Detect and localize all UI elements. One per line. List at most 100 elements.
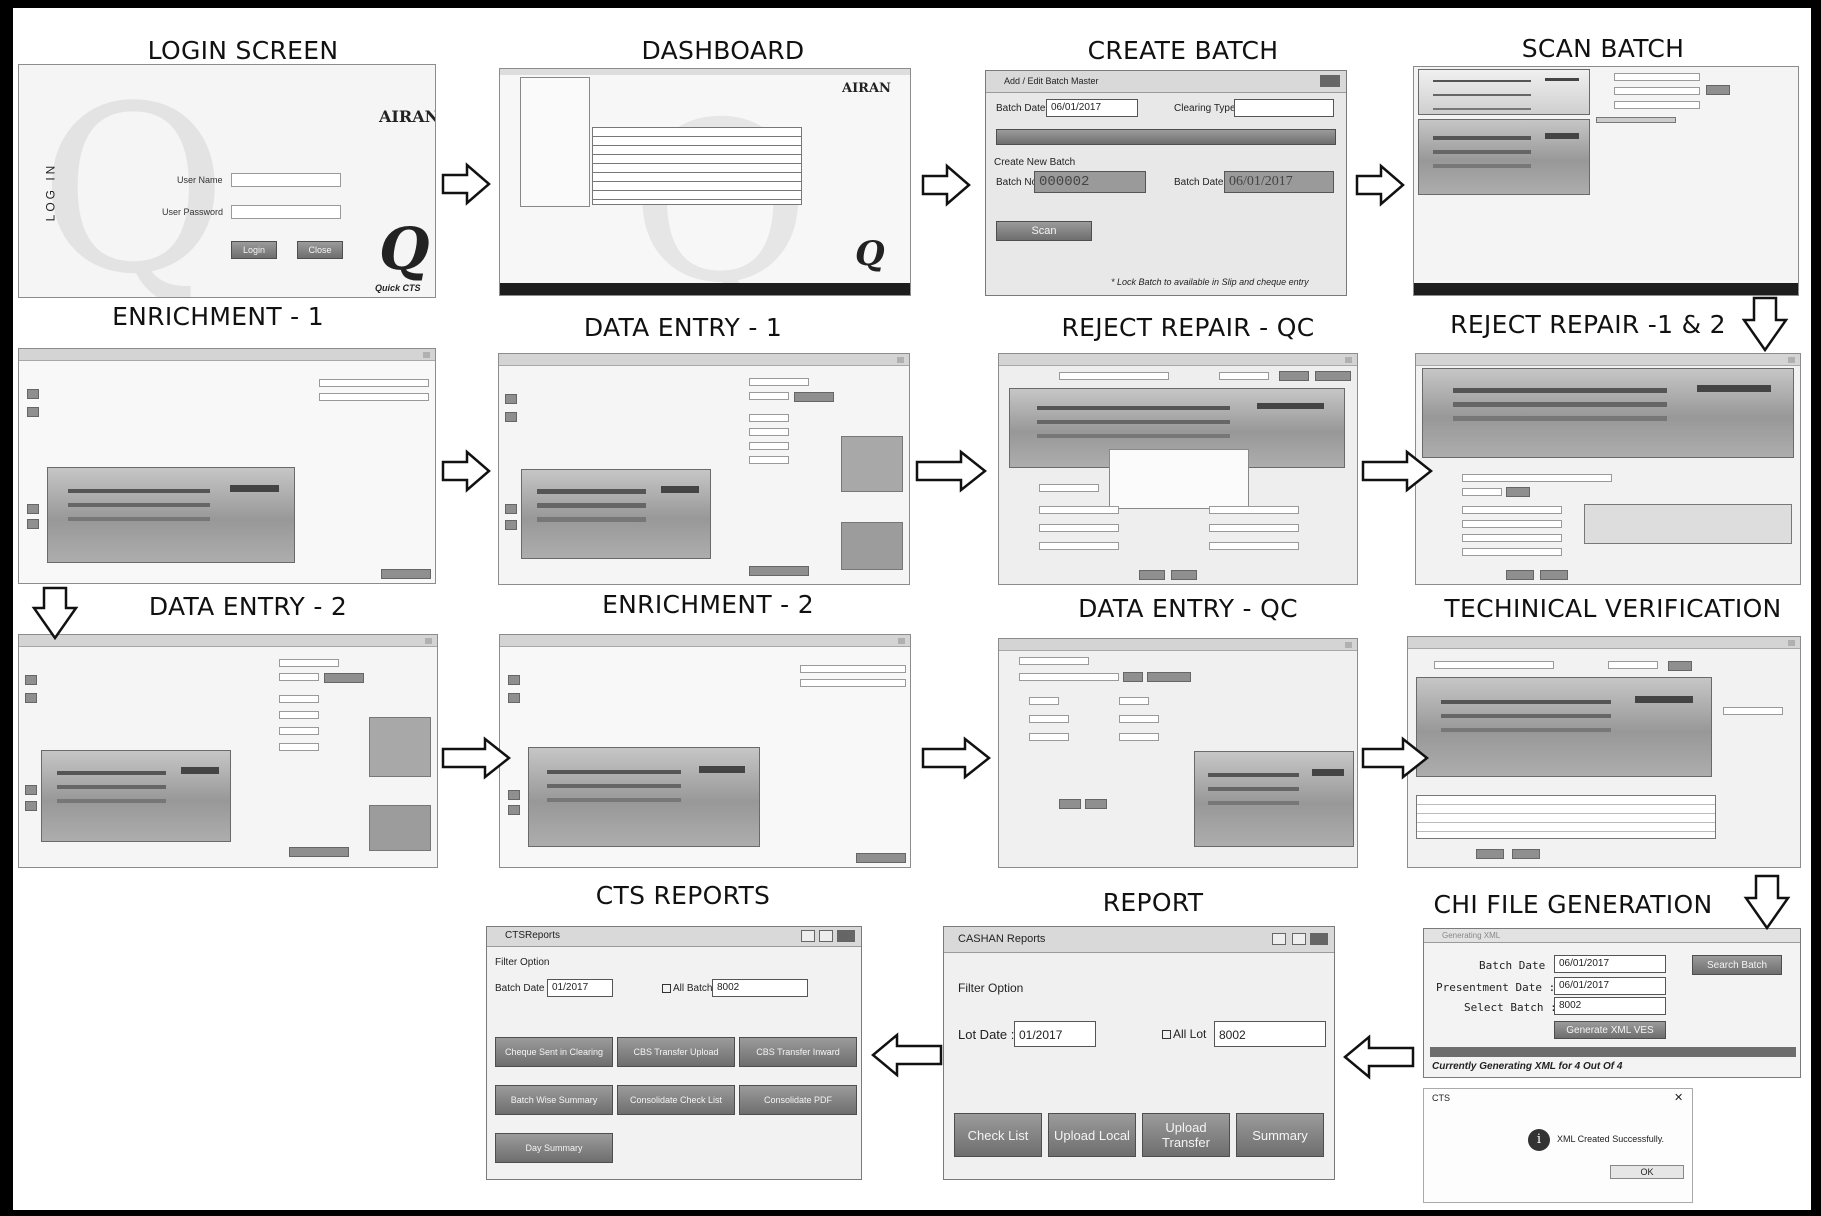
title-chi-file-generation: CHI FILE GENERATION (1433, 890, 1713, 919)
title-data-entry-1: DATA ENTRY - 1 (583, 313, 783, 342)
technical-verification-table (1416, 795, 1716, 839)
batch-date-input[interactable]: 06/01/2017 (1046, 99, 1138, 117)
enrichment-2-save-button[interactable] (856, 853, 906, 863)
diagram-frame: LOGIN SCREEN DASHBOARD CREATE BATCH SCAN… (13, 8, 1811, 1210)
info-icon: i (1528, 1129, 1550, 1151)
cts-all-batch-checkbox[interactable]: All Batch (662, 983, 712, 994)
create-new-batch-label: Create New Batch (994, 157, 1076, 168)
report-close-icon[interactable] (1310, 933, 1328, 945)
data-entry-qc-shot (998, 638, 1358, 868)
create-batch-close-icon[interactable] (1320, 75, 1340, 87)
cts-reports-window: CTSReports Filter Option Batch Date 01/2… (486, 926, 862, 1180)
title-reject-repair-1-2: REJECT REPAIR -1 & 2 (1450, 310, 1726, 339)
data-entry-2-shot (18, 634, 438, 868)
dashboard-menu[interactable] (520, 77, 590, 207)
close-button[interactable]: Close (297, 241, 343, 259)
reject-repair-12-cheque (1422, 368, 1794, 458)
lot-date-label: Lot Date : (958, 1027, 1015, 1042)
generate-xml-button[interactable]: Generate XML VES (1554, 1021, 1666, 1039)
title-login-screen: LOGIN SCREEN (147, 36, 339, 65)
consolidate-pdf-button[interactable]: Consolidate PDF (739, 1085, 857, 1115)
login-user-name-label: User Name (177, 175, 223, 185)
arrow-right-login-to-dashboard (441, 162, 491, 206)
search-batch-button[interactable]: Search Batch (1692, 955, 1782, 975)
arrow-right-create-to-scan (1355, 163, 1405, 207)
chi-ok-button[interactable]: OK (1610, 1165, 1684, 1179)
report-minimize-icon[interactable] (1272, 933, 1286, 945)
cts-filter-label: Filter Option (495, 957, 550, 968)
title-report: REPORT (1102, 888, 1204, 917)
clearing-type-select[interactable] (1234, 99, 1334, 117)
scan-cheque-2 (1418, 119, 1590, 195)
login-brand: Quick CTS (375, 283, 421, 293)
batch-date2-field: 06/01/2017 (1224, 171, 1334, 193)
chi-window-title: Generating XML (1442, 931, 1501, 940)
batch-date2-label: Batch Date (1174, 177, 1224, 188)
cts-reports-minimize-icon[interactable] (801, 930, 815, 942)
scan-button[interactable]: Scan (996, 221, 1092, 241)
upload-local-button[interactable]: Upload Local (1048, 1113, 1136, 1157)
arrow-down-scan-to-reject (1741, 296, 1789, 352)
data-entry-1-cheque (521, 469, 711, 559)
arrow-down-technical-to-chi (1743, 874, 1791, 930)
login-watermark: Q (39, 65, 228, 298)
login-user-name-input[interactable] (231, 173, 341, 187)
title-technical-verification: TECHINICAL VERIFICATION (1444, 594, 1782, 623)
cts-batch-date-input[interactable]: 01/2017 (547, 979, 613, 997)
cts-reports-title: CTSReports (505, 930, 561, 941)
arrow-left-chi-to-report (1343, 1034, 1415, 1080)
dashboard-shortcut-table (592, 127, 802, 205)
cts-reports-close-icon[interactable] (837, 930, 855, 942)
presentment-date-label: Presentment Date : (1436, 981, 1556, 994)
title-enrichment-2: ENRICHMENT - 2 (602, 590, 814, 619)
chi-success-dialog: CTS ✕ i XML Created Successfully. OK (1423, 1088, 1693, 1203)
login-button[interactable]: Login (231, 241, 277, 259)
lot-date-input[interactable]: 01/2017 (1014, 1021, 1096, 1047)
chi-dialog-message: XML Created Successfully. (1557, 1134, 1665, 1144)
technical-verification-cheque (1416, 677, 1712, 777)
data-entry-2-cheque (41, 750, 231, 842)
cts-reports-maximize-icon[interactable] (819, 930, 833, 942)
arrow-right-enrichment1-to-dataentry1 (441, 449, 491, 493)
login-logo: AIRAN (379, 107, 436, 126)
chi-status-text: Currently Generating XML for 4 Out Of 4 (1432, 1061, 1623, 1072)
chi-progress-bar (1430, 1047, 1796, 1057)
upload-transfer-button[interactable]: Upload Transfer (1142, 1113, 1230, 1157)
day-summary-button[interactable]: Day Summary (495, 1133, 613, 1163)
report-window: CASHAN Reports Filter Option Lot Date : … (943, 926, 1335, 1180)
login-password-input[interactable] (231, 205, 341, 219)
svg-text:Q: Q (39, 65, 228, 298)
data-entry-qc-cheque (1194, 751, 1354, 847)
cts-batch-select[interactable]: 8002 (712, 979, 808, 997)
report-window-title: CASHAN Reports (958, 933, 1046, 945)
chi-batch-date-input[interactable]: 06/01/2017 (1554, 955, 1666, 973)
summary-button[interactable]: Summary (1236, 1113, 1324, 1157)
consolidate-check-list-button[interactable]: Consolidate Check List (617, 1085, 735, 1115)
cbs-transfer-upload-button[interactable]: CBS Transfer Upload (617, 1037, 735, 1067)
title-dashboard: DASHBOARD (641, 36, 805, 65)
title-scan-batch: SCAN BATCH (1521, 34, 1685, 63)
cbs-transfer-inward-button[interactable]: CBS Transfer Inward (739, 1037, 857, 1067)
all-lot-checkbox[interactable]: All Lot (1162, 1027, 1206, 1041)
title-data-entry-2: DATA ENTRY - 2 (148, 592, 348, 621)
arrow-right-rejectqc-to-reject12 (1361, 449, 1433, 493)
chi-generation-window: Generating XML Batch Date : 06/01/2017 S… (1423, 928, 1801, 1078)
arrow-right-dataentry1-to-rejectqc (915, 449, 987, 493)
report-filter-label: Filter Option (958, 981, 1024, 995)
create-new-batch-button[interactable] (996, 129, 1336, 145)
select-batch-select[interactable]: 8002 (1554, 997, 1666, 1015)
scan-start-button[interactable] (1706, 85, 1730, 95)
all-lot-label: All Lot (1173, 1027, 1207, 1041)
check-list-button[interactable]: Check List (954, 1113, 1042, 1157)
lot-select[interactable]: 8002 (1214, 1021, 1326, 1047)
presentment-date-input[interactable]: 06/01/2017 (1554, 977, 1666, 995)
cheque-sent-in-clearing-button[interactable]: Cheque Sent in Clearing (495, 1037, 613, 1067)
enrichment-1-cheque (47, 467, 295, 563)
batch-wise-summary-button[interactable]: Batch Wise Summary (495, 1085, 613, 1115)
scan-cheque-1 (1418, 69, 1590, 115)
batch-no-label: Batch No (996, 177, 1038, 188)
enrichment-1-save-button[interactable] (381, 569, 431, 579)
batch-no-field: 000002 (1034, 171, 1146, 193)
chi-dialog-close-icon[interactable]: ✕ (1674, 1092, 1684, 1104)
report-maximize-icon[interactable] (1292, 933, 1306, 945)
